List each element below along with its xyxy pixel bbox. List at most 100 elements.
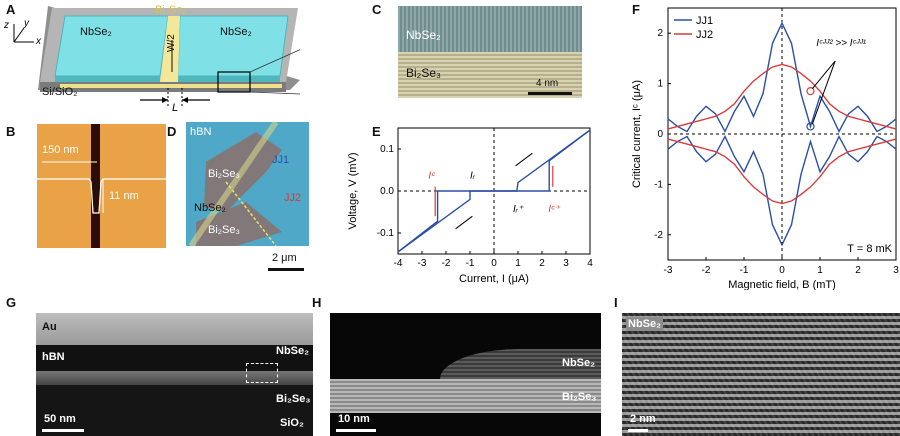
y-tick-label: 0	[657, 129, 663, 140]
label-nbse: NbSe₂	[276, 345, 310, 357]
device-schematic-svg	[13, 6, 300, 106]
length-arrowhead-right	[182, 97, 188, 103]
legend-label-jj1: JJ1	[696, 15, 713, 27]
label-nbse: NbSe₂	[406, 28, 441, 42]
x-axis-label: Current, I (μA)	[459, 273, 529, 285]
label-nbse: NbSe₂	[626, 317, 664, 331]
y-tick-label: 0.0	[380, 186, 394, 197]
x-tick-label: 1	[817, 265, 823, 276]
panel-b-afm-image: 150 nm 11 nm	[37, 124, 166, 248]
y-tick-label: -1	[654, 179, 663, 190]
scale-label: 50 nm	[44, 413, 76, 425]
label-bise: Bi₂Se₃	[562, 391, 597, 403]
scale-label: 10 nm	[338, 413, 370, 425]
x-tick-label: 0	[779, 265, 785, 276]
panel-a-device-schematic: Bi₂Se₃ NbSe₂ NbSe₂ W/2 Si/SiO₂ L z y x	[0, 0, 300, 115]
bise-lattice-region	[398, 52, 582, 98]
axis-label-y: y	[24, 18, 29, 29]
panel-letter-h: H	[312, 295, 322, 310]
legend-label-jj2: JJ2	[696, 29, 713, 41]
ir-pos-label: Iᵣ⁺	[513, 204, 524, 215]
panel-letter-d: D	[167, 124, 177, 139]
iv-curve	[397, 129, 591, 253]
label-bise-top: Bi₂Se₃	[208, 168, 240, 180]
series-jj2-positive	[667, 63, 897, 130]
axis-label-z: z	[4, 20, 9, 31]
series-jj1-positive	[667, 21, 897, 134]
nbse-right-flake	[177, 15, 289, 77]
label-nbse-right: NbSe₂	[220, 26, 252, 38]
x-tick-label: -1	[740, 265, 749, 276]
label-bise-top: Bi₂Se₃	[155, 4, 187, 16]
x-tick-label: 1	[515, 258, 521, 269]
hbn-layer	[36, 345, 313, 371]
label-bise-bottom: Bi₂Se₃	[208, 224, 240, 236]
sweep-arrow-upper	[515, 152, 533, 167]
x-tick-label: -1	[466, 258, 475, 269]
ic-pos-label: Iᶜ⁺	[548, 204, 560, 215]
scale-label: 2 nm	[630, 413, 656, 425]
marker-jj2	[806, 87, 815, 96]
label-hbn: hBN	[190, 126, 212, 138]
annotation-arrow-1	[811, 60, 836, 125]
bise-layers	[330, 379, 601, 413]
optical-scale-label: 2 μm	[272, 252, 297, 264]
x-tick-label: 4	[587, 258, 593, 269]
x-tick-label: -3	[664, 265, 673, 276]
x-tick-label: 2	[855, 265, 861, 276]
nbse-left-flake	[54, 15, 169, 77]
x-tick-label: 3	[563, 258, 569, 269]
label-sio2: SiO₂	[280, 417, 304, 429]
x-tick-label: -4	[394, 258, 403, 269]
scale-bar	[528, 92, 572, 95]
y-tick-label: 0.1	[380, 144, 394, 155]
nbse-right-edge	[178, 76, 280, 82]
optical-scale-bar	[268, 268, 304, 271]
label-bise: Bi₂Se₃	[276, 393, 311, 405]
label-hbn: hBN	[42, 351, 65, 363]
panel-letter-c: C	[372, 2, 382, 17]
x-tick-label: 3	[893, 265, 899, 276]
label-au: Au	[42, 321, 57, 333]
atomic-texture	[622, 313, 900, 436]
series-jj1-negative	[667, 134, 897, 247]
optical-flakes	[188, 122, 282, 246]
label-substrate: Si/SiO₂	[42, 86, 78, 98]
trench	[91, 124, 100, 248]
annotation-label: Iᶜᴶᴶ² >> Iᶜᴶᴶ¹	[816, 38, 867, 49]
label-jj1: JJ1	[272, 154, 290, 166]
heterostructure-layer	[36, 371, 313, 385]
axis-label-x: x	[36, 36, 41, 47]
label-jj2: JJ2	[284, 192, 302, 204]
bise-underlayer	[60, 84, 282, 88]
y-axis-label: Voltage, V (mV)	[347, 152, 359, 229]
panel-h-stem-image: NbSe₂ Bi₂Se₃ 10 nm	[330, 313, 601, 436]
zoom-line-top	[249, 49, 300, 73]
scale-bar	[628, 429, 648, 432]
zoom-box	[246, 363, 278, 383]
x-tick-label: 0	[491, 258, 497, 269]
panel-c-tem-lattice: NbSe₂ Bi₂Se₃ 4 nm	[398, 6, 582, 98]
label-length: L	[172, 102, 179, 114]
label-bise: Bi₂Se₃	[406, 66, 441, 80]
y-axis-label: Critical current, Iᶜ (μA)	[631, 80, 643, 188]
scale-bar	[42, 429, 84, 432]
series-jj2-negative	[667, 138, 897, 205]
axis-y	[13, 27, 25, 43]
ic-neg-label: Iᶜ	[428, 170, 435, 181]
label-nbse-left: NbSe₂	[80, 26, 112, 38]
label-150nm: 150 nm	[42, 144, 79, 156]
x-tick-label: -3	[418, 258, 427, 269]
label-nbse: NbSe₂	[194, 202, 226, 214]
scale-bar	[336, 429, 376, 432]
panel-letter-g: G	[6, 295, 17, 310]
panel-g-stem-image: Au hBN NbSe₂ Bi₂Se₃ 50 nm SiO₂	[36, 313, 313, 436]
scale-label: 4 nm	[536, 78, 559, 89]
ir-neg-label: Iᵣ	[470, 170, 476, 181]
y-tick-label: 1	[657, 79, 663, 90]
nbse-left-edge	[55, 76, 160, 82]
panel-letter-i: I	[614, 295, 618, 310]
